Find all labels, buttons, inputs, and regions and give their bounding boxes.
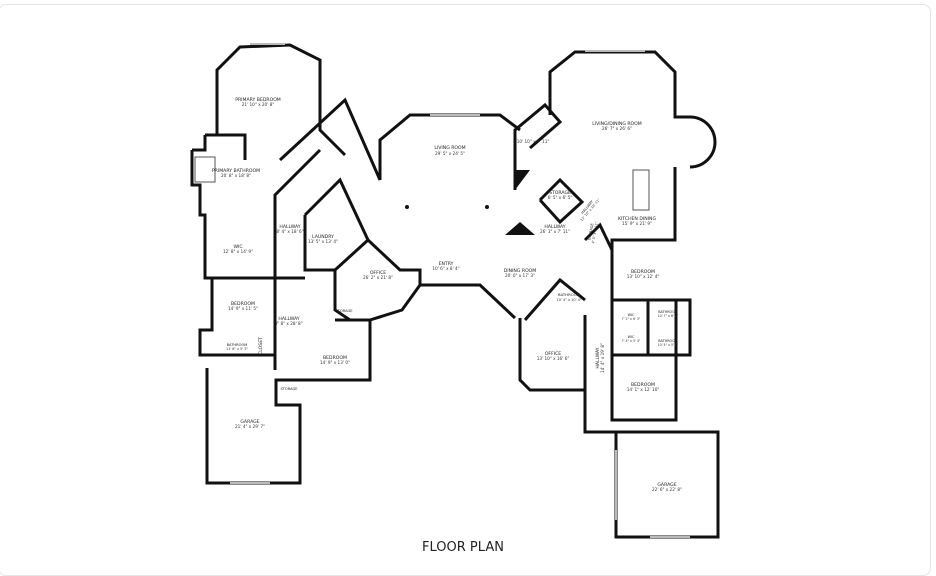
room-name: WIC	[628, 313, 635, 317]
room-name: HALLWAY	[279, 224, 300, 230]
room-dims: 7' 2" x 6' 3"	[622, 317, 641, 321]
room-dims: 21' 10" x 20' 8"	[242, 102, 275, 107]
windows	[230, 43, 690, 538]
room-dims: 11' 8" x 5' 5"	[226, 347, 249, 351]
fixtures	[194, 156, 650, 235]
room-dims: 10' 4" x 10' 4"	[556, 298, 581, 302]
room-name: BATHROOM	[658, 339, 678, 343]
room-name: HALLWAY	[278, 316, 299, 322]
room-name: LAUNDRY	[312, 234, 334, 240]
room-dims: 8' 4" x 18' 6"	[276, 229, 303, 234]
room-dims: 13' 5" x 13' 4"	[308, 239, 338, 244]
room-name: WIC	[233, 244, 242, 250]
room-dims: 29' 5" x 24' 5"	[435, 151, 465, 156]
room-name: BATHROOM	[558, 292, 580, 297]
room-name: PRIMARY BATHROOM	[212, 168, 260, 174]
room-name: BATHROOM	[658, 310, 678, 314]
room-name: WIC	[628, 335, 635, 339]
room-name: GARAGE	[240, 419, 259, 425]
room-dims: 21' 4" x 29' 7"	[235, 424, 265, 429]
room-name: LIVING/DINING ROOM	[592, 121, 642, 127]
room-dims: 7' 4" x 5' 4"	[622, 339, 641, 343]
room-name: BEDROOM	[323, 355, 347, 361]
floor-plan-title: FLOOR PLAN	[422, 540, 504, 555]
room-name: STORAGE	[549, 190, 571, 196]
room-dims: 26' 2" x 21' 8"	[363, 275, 393, 280]
room-dims: 7' 8" x 28' 8"	[275, 321, 302, 326]
room-dims: 14' 9" x 11' 5"	[228, 306, 258, 311]
room-dims: 12' 8" x 14' 9"	[223, 249, 253, 254]
room-dims: 13' 10" x 16' 6"	[537, 356, 570, 361]
room-name: BEDROOM	[231, 301, 255, 307]
room-name: GARAGE	[657, 482, 676, 488]
room-dims: 15' 9" x 21' 9"	[622, 221, 652, 226]
room-dims: 6' 5" x 6' 5"	[548, 195, 573, 200]
room-name: BATHROOM	[227, 343, 248, 347]
room-dims: 10' 6" x 8' 4"	[432, 266, 459, 271]
room-name: OFFICE	[370, 270, 386, 276]
room-name: BEDROOM	[631, 269, 655, 275]
room-dims: 14' 1" x 12' 10"	[627, 387, 660, 392]
room-dims: 20' 8" x 18' 8"	[221, 173, 251, 178]
room-dims: 13' 10" x 12' 4"	[627, 274, 660, 279]
room-name: ENTRY	[439, 261, 454, 267]
room-dims: 26' 3" x 7' 11"	[540, 229, 570, 234]
room-name: PRIMARY BEDROOM	[235, 97, 281, 103]
room-nook-dims: 10' 10" x 7' 11"	[517, 139, 550, 144]
room-name: STORAGE	[588, 222, 595, 240]
room-name: HALLWAY	[544, 224, 565, 230]
walls	[190, 43, 720, 539]
room-dims: 14' 4" x 19' 8"	[600, 343, 605, 373]
room-dims: 26' 7" x 26' 6"	[602, 126, 632, 131]
room-name: HALLWAY	[595, 347, 601, 368]
room-closet: CLOSET	[258, 337, 264, 355]
room-storage: STORAGE	[280, 387, 298, 391]
room-dims: 14' 9" x 13' 0"	[320, 360, 350, 365]
room-name: OFFICE	[545, 351, 561, 357]
room-name: DINING ROOM	[504, 268, 537, 274]
room-storage: STORAGE	[335, 309, 353, 313]
room-name: KITCHEN DINING	[618, 216, 656, 222]
room-dims: 4' 5" x 6' 11"	[591, 221, 599, 244]
room-dims: 20' 0" x 17' 3"	[505, 273, 535, 278]
room-dims: 22' 6" x 22' 8"	[652, 487, 682, 492]
room-name: LIVING ROOM	[434, 145, 465, 151]
floor-plan-card	[0, 4, 931, 576]
room-name: BEDROOM	[631, 382, 655, 388]
room-dims: 10' 4" x 5' 2"	[658, 343, 679, 347]
room-dims: 10' 7" x 6' 5"	[658, 314, 679, 318]
